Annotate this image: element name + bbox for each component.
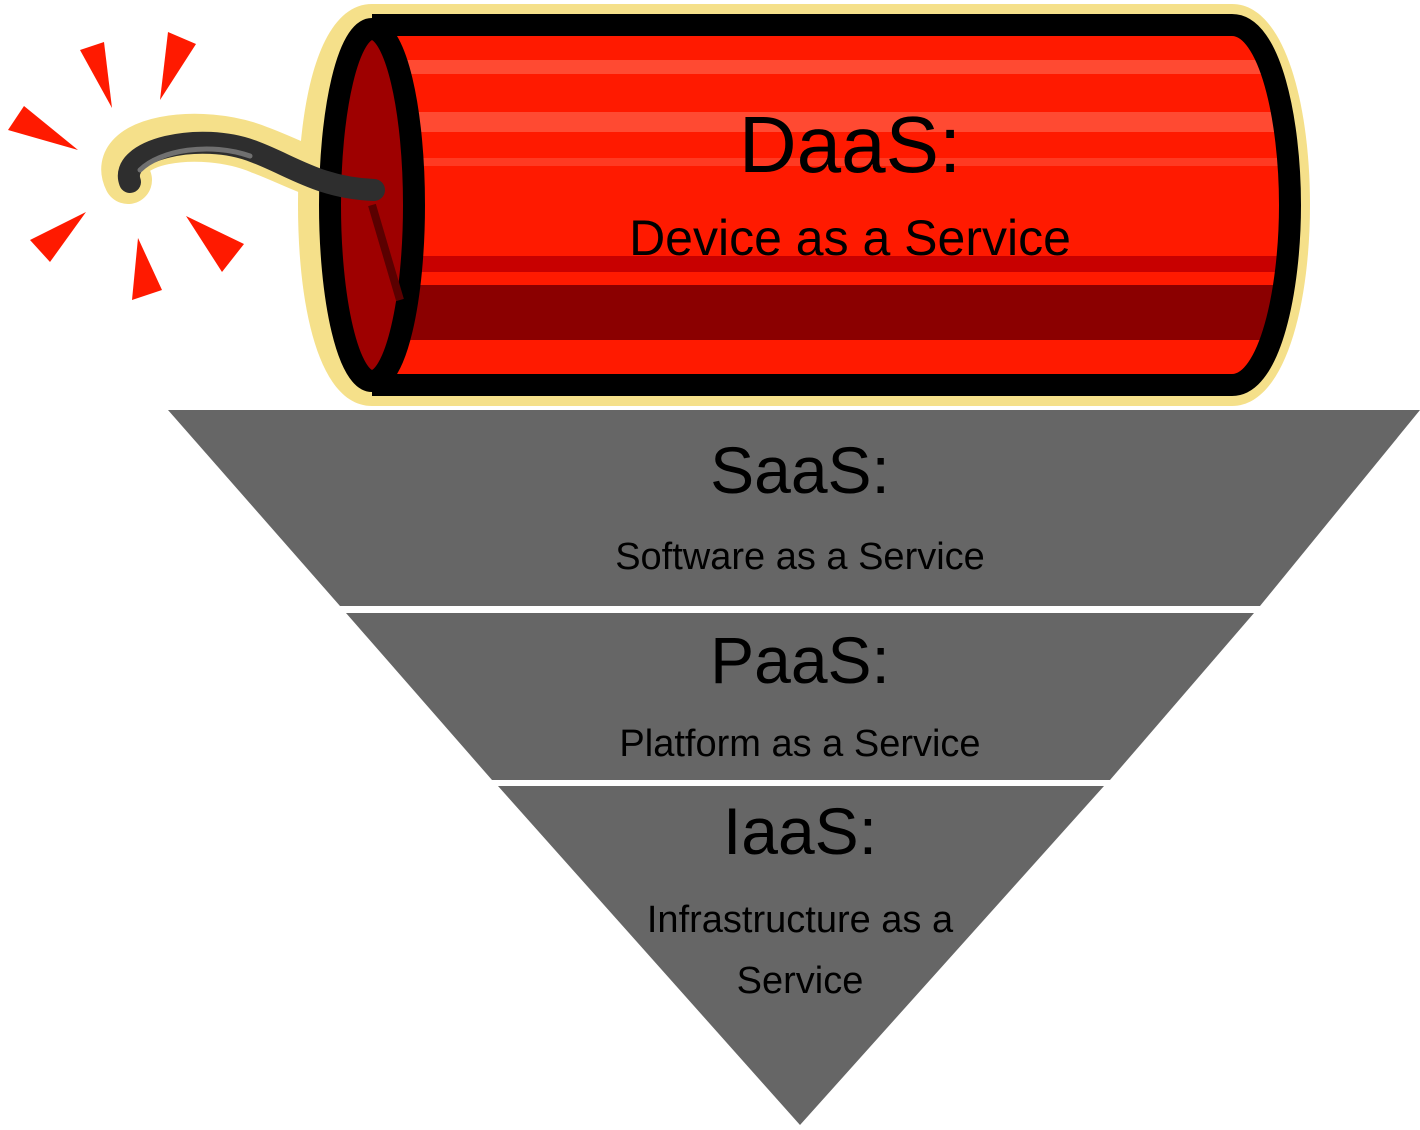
paas-title: PaaS: — [710, 623, 890, 697]
paas-layer — [346, 613, 1254, 780]
paas-subtitle: Platform as a Service — [619, 723, 981, 765]
iaas-subtitle-line: Service — [736, 960, 864, 1002]
iaas-title: IaaS: — [722, 794, 878, 868]
iaas-layer — [498, 786, 1104, 1125]
saas-title: SaaS: — [710, 433, 890, 507]
iaas-subtitle-line: Infrastructure as a — [646, 899, 954, 941]
saas-layer — [168, 410, 1420, 606]
daas-subtitle: Device as a Service — [629, 210, 1071, 266]
iaas-subtitle: Infrastructure as a Service — [600, 890, 1000, 1012]
dynamite-stick-icon — [101, 4, 1310, 406]
saas-subtitle: Software as a Service — [615, 536, 985, 578]
daas-title: DaaS: — [738, 100, 962, 189]
spark-icon — [8, 32, 244, 300]
